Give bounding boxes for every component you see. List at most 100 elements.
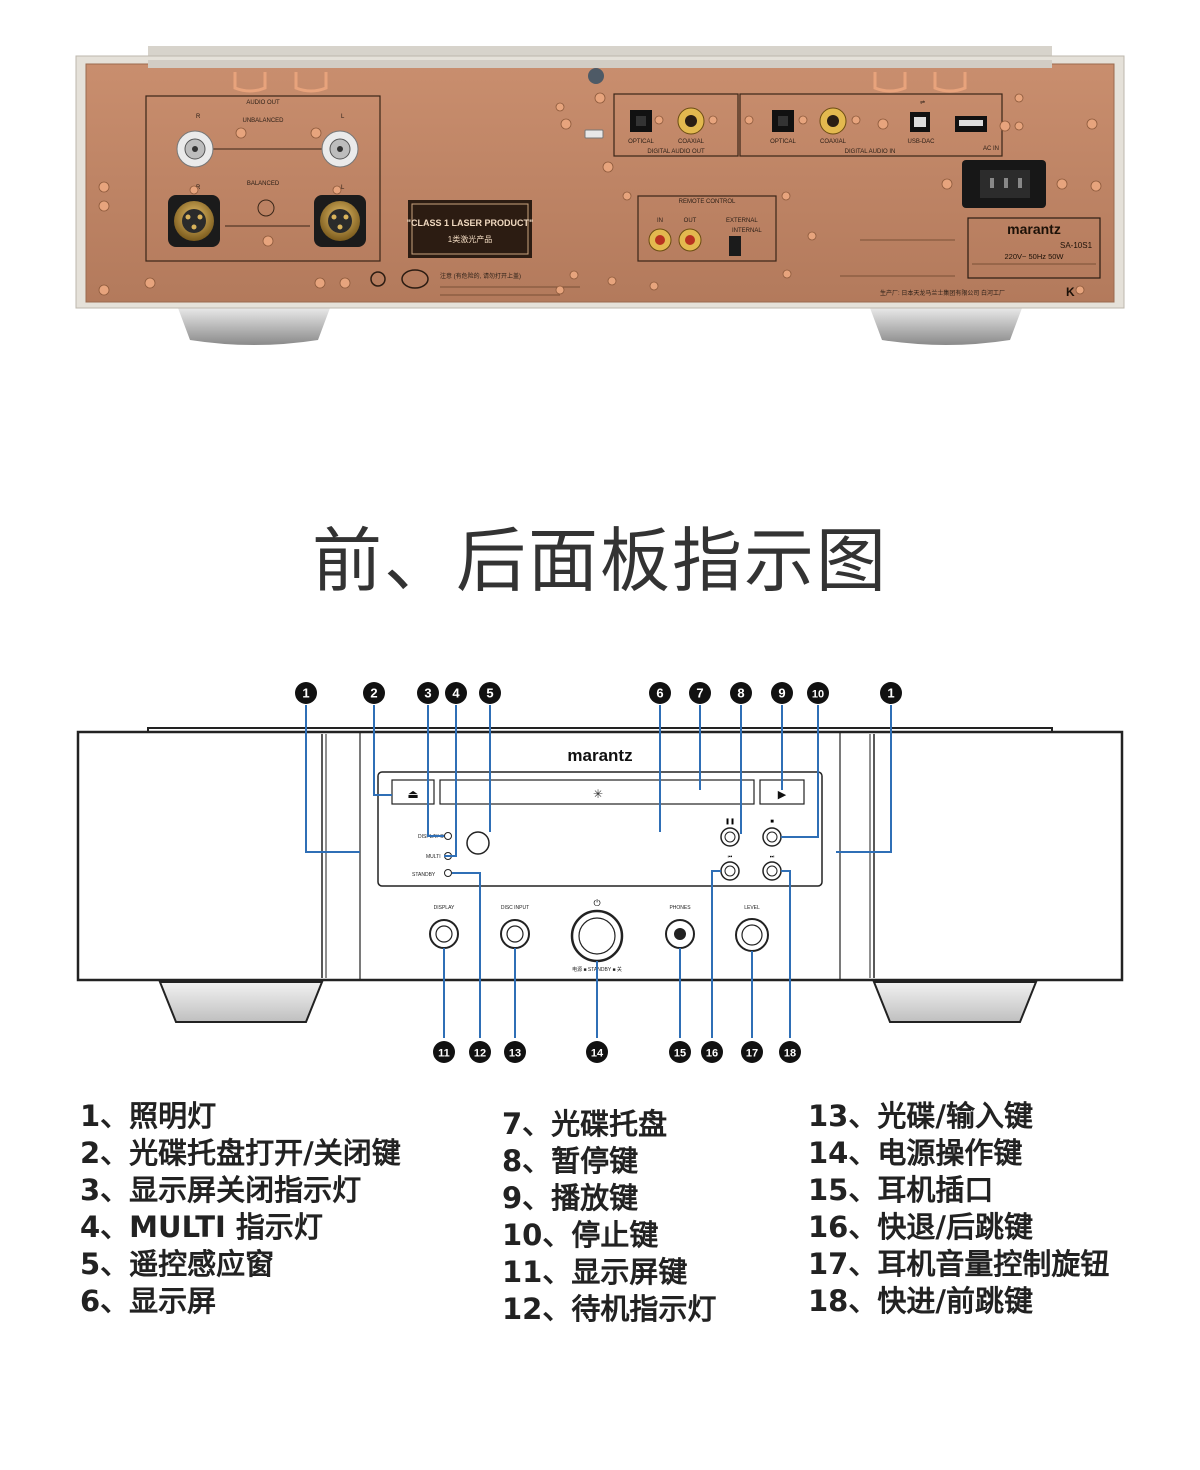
callout-marker [504,1041,526,1063]
skip-forward-icon: ⏭ [770,854,775,860]
callout-marker [649,682,671,704]
rear-left-foot [178,308,330,345]
legend-item: 18、快进/前跳键 [808,1284,1033,1318]
callout-number: 4 [452,686,460,701]
xlr-output-left [314,195,366,247]
svg-text:MULTI: MULTI [426,854,441,860]
svg-text:生产厂: 日本天龙马兰士集团有限公司 白河工厂: 生产厂: 日本天龙马兰士集团有限公司 白河工厂 [880,289,1005,297]
legend-item: 15、耳机插口 [808,1173,994,1207]
legend-item: 13、光碟/输入键 [808,1099,1033,1133]
callout-marker [445,682,467,704]
svg-text:EXTERNAL: EXTERNAL [726,218,758,224]
callout-number: 14 [591,1048,604,1060]
pause-button[interactable] [720,827,740,847]
callout-number: 8 [737,686,744,701]
callout-number: 13 [509,1048,521,1060]
headphone-jack[interactable] [665,919,695,949]
display-off-indicator [444,832,452,840]
svg-text:COAXIAL: COAXIAL [678,139,705,145]
rear-right-foot [870,308,1022,345]
svg-text:DISC INPUT: DISC INPUT [501,905,529,911]
remote-switch [729,236,741,256]
pause-icon: ❚❚ [725,818,735,825]
callout-number: 5 [486,686,493,701]
usb-a-port [955,116,987,132]
callout-marker [433,1041,455,1063]
legend-item: 1、照明灯 [80,1099,217,1133]
rca-output-left [321,130,359,168]
skip-back-icon: ⏮ [728,854,733,860]
svg-text:DIGITAL AUDIO OUT: DIGITAL AUDIO OUT [647,149,705,155]
svg-text:COAXIAL: COAXIAL [820,139,847,145]
callout-number: 7 [696,686,703,701]
play-icon: ▶ [778,789,787,801]
svg-text:R: R [196,114,201,120]
remote-sensor-window [466,831,490,855]
front-right-foot [872,981,1038,1023]
power-button[interactable] [570,909,624,963]
audio-out-panel [145,95,381,262]
legend-item: 7、光碟托盘 [502,1107,668,1141]
svg-text:USB-DAC: USB-DAC [907,139,935,145]
standby-indicator [444,869,452,877]
svg-text:"CLASS 1 LASER PRODUCT": "CLASS 1 LASER PRODUCT" [407,218,534,228]
svg-text:INTERNAL: INTERNAL [732,228,762,234]
audio-out-label: AUDIO OUT [246,100,280,106]
callout-marker [771,682,793,704]
svg-text:STANDBY: STANDBY [412,872,436,878]
legend-item: 16、快退/后跳键 [808,1210,1033,1244]
callout-number: 10 [812,689,824,701]
legend-column-1: 1、照明灯 2、光碟托盘打开/关闭键 3、显示屏关闭指示灯 4、MULTI 指示… [80,1098,401,1320]
svg-text:注意 (有危险的, 请勿打开上盖): 注意 (有危险的, 请勿打开上盖) [440,272,521,280]
callout-marker [807,682,829,704]
svg-text:LEVEL: LEVEL [744,905,760,911]
callout-marker [479,682,501,704]
callout-marker [669,1041,691,1063]
legend-item: 12、待机指示灯 [502,1292,717,1326]
callout-marker [417,682,439,704]
callout-number: 12 [474,1048,486,1060]
disc-input-button[interactable] [500,919,530,949]
svg-text:SA-10S1: SA-10S1 [1060,241,1093,250]
callout-number: 15 [674,1048,686,1060]
callout-number: 18 [784,1048,796,1060]
callout-marker [730,682,752,704]
callout-marker [701,1041,723,1063]
level-knob[interactable] [735,918,769,952]
legend-item: 9、播放键 [502,1181,639,1215]
legend-item: 3、显示屏关闭指示灯 [80,1173,362,1207]
remote-out-jack [678,228,702,252]
svg-text:DISPLAY: DISPLAY [434,905,455,911]
legend-item: 5、遥控感应窗 [80,1247,275,1281]
legend-item: 17、耳机音量控制旋钮 [808,1247,1110,1281]
svg-text:R: R [196,185,201,191]
callout-number: 6 [656,686,663,701]
stop-button[interactable] [762,827,782,847]
digital-audio-out-panel [613,93,739,157]
coaxial-input-port [819,107,847,135]
usb-dac-port [910,112,930,132]
svg-text:DIGITAL AUDIO IN: DIGITAL AUDIO IN [845,149,896,155]
xlr-output-right [168,195,220,247]
svg-text:PHONES: PHONES [669,905,691,911]
callout-marker [363,682,385,704]
callout-number: 1 [887,686,894,701]
callout-number: 3 [424,686,431,701]
front-left-foot [158,981,324,1023]
stop-icon: ■ [770,819,774,825]
power-icon: ⏻ [593,898,600,908]
svg-text:1类激光产品: 1类激光产品 [448,234,492,244]
legend-item: 4、MULTI 指示灯 [80,1210,323,1244]
callout-marker [586,1041,608,1063]
legend-item: 10、停止键 [502,1218,659,1252]
callout-number: 17 [746,1048,758,1060]
svg-text:✳: ✳ [593,787,603,801]
front-panel-illustration: marantz ✳ ⏏ ▶ DISPLAY OFF MULTI STANDBY … [76,682,1124,1063]
optical-output-port [630,110,652,132]
skip-forward-button[interactable] [762,861,782,881]
skip-back-button[interactable] [720,861,740,881]
svg-text:BALANCED: BALANCED [247,181,280,187]
svg-text:UNBALANCED: UNBALANCED [242,118,284,124]
display-button[interactable] [429,919,459,949]
